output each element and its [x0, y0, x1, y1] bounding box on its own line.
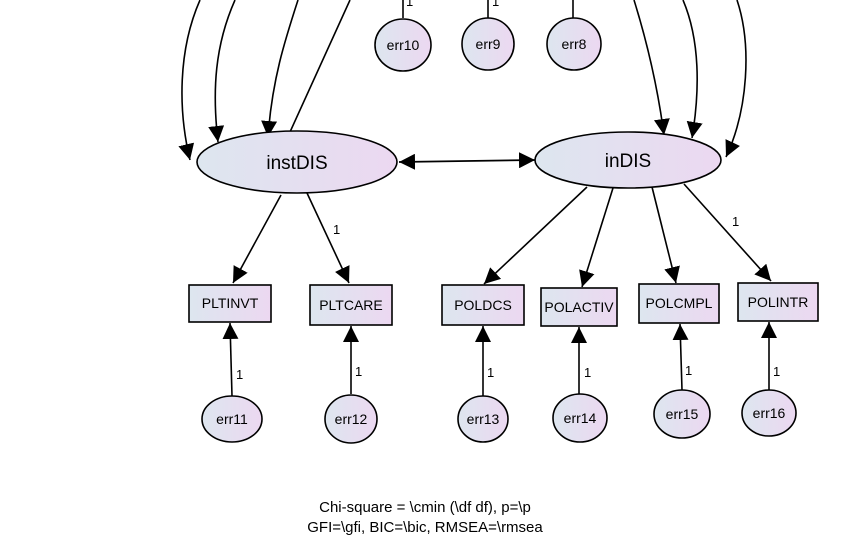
path-label-err12: 1 [355, 364, 362, 379]
fit-stats-line-1: Chi-square = \cmin (\df df), p=\p [319, 499, 531, 516]
indis-loadings [483, 183, 772, 288]
fit-stats-line-2: GFI=\gfi, BIC=\bic, RMSEA=\rmsea [307, 519, 543, 536]
pltcare-observed: PLTCARE [309, 284, 393, 326]
polcmpl-observed: POLCMPL [638, 283, 720, 324]
pltcare-label: PLTCARE [319, 297, 383, 313]
err11-label: err11 [216, 411, 248, 427]
instdis-loadings [232, 192, 350, 284]
err9-node: err9 [461, 17, 515, 71]
path-label-err10: 1 [406, 0, 413, 9]
poldcs-observed: POLDCS [441, 284, 525, 326]
err16-node: err16 [741, 389, 797, 437]
err8-label: err8 [562, 36, 587, 52]
error-paths-bottom [222, 322, 777, 397]
latent-covariance-arrow [398, 152, 536, 170]
indis-latent: inDIS [534, 131, 722, 189]
err10-label: err10 [387, 37, 420, 53]
path-label-err11: 1 [236, 367, 243, 382]
indis-label: inDIS [605, 151, 651, 172]
err13-label: err13 [467, 411, 500, 427]
path-label-err9: 1 [492, 0, 499, 9]
instdis-latent: instDIS [196, 130, 398, 194]
path-label-pltcare: 1 [333, 222, 340, 237]
err12-label: err12 [335, 411, 368, 427]
incoming-curves-right [633, 0, 747, 158]
err9-label: err9 [476, 36, 501, 52]
polintr-label: POLINTR [748, 294, 809, 310]
err15-label: err15 [666, 406, 699, 422]
poldcs-label: POLDCS [454, 297, 512, 313]
err15-node: err15 [653, 389, 711, 439]
err-top-lines [402, 0, 574, 18]
err10-node: err10 [374, 18, 432, 72]
err14-label: err14 [564, 410, 597, 426]
path-label-err15: 1 [685, 363, 692, 378]
pltinvt-observed: PLTINVT [188, 284, 272, 323]
err16-label: err16 [753, 405, 786, 421]
err13-node: err13 [457, 395, 509, 443]
err12-node: err12 [324, 394, 378, 444]
path-label-polintr: 1 [732, 214, 739, 229]
polactiv-observed: POLACTIV [540, 287, 618, 327]
err14-node: err14 [552, 393, 608, 443]
err11-node: err11 [201, 395, 263, 443]
path-label-err13: 1 [487, 365, 494, 380]
pltinvt-label: PLTINVT [202, 295, 259, 311]
polcmpl-label: POLCMPL [646, 295, 713, 311]
err8-node: err8 [546, 17, 602, 71]
polintr-observed: POLINTR [737, 282, 819, 322]
instdis-label: instDIS [266, 153, 327, 174]
path-label-err16: 1 [773, 364, 780, 379]
incoming-curves-left [178, 0, 351, 161]
path-label-err14: 1 [584, 365, 591, 380]
polactiv-label: POLACTIV [544, 299, 614, 315]
